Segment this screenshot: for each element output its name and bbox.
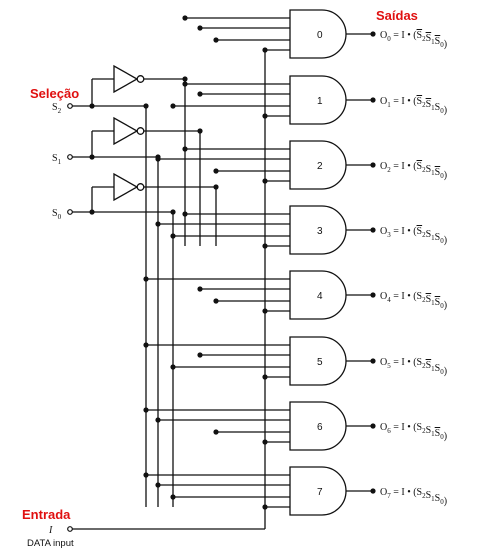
and-gate-3 — [289, 205, 347, 255]
junction-dot — [170, 364, 176, 370]
junction-dot — [262, 439, 268, 445]
output-label-0: O0 = I • (S2S1S0) — [380, 30, 447, 50]
junction-dot — [143, 472, 149, 478]
junction-dot — [370, 31, 376, 37]
inverter-triangle — [113, 172, 139, 202]
junction-dot — [89, 209, 95, 215]
select-terminal — [67, 154, 73, 160]
junction-dot — [370, 97, 376, 103]
outputs-title: Saídas — [376, 8, 418, 23]
junction-dot — [197, 352, 203, 358]
inverter-bubble — [136, 75, 145, 83]
and-gate-2 — [289, 140, 347, 190]
and-gate-6 — [289, 401, 347, 451]
and-gate-4 — [289, 270, 347, 320]
junction-dot — [262, 243, 268, 249]
output-label-6: O6 = I • (S2S1S0) — [380, 422, 447, 442]
labels: Saídas Seleção Entrada I DATA input S2S1… — [22, 8, 447, 549]
junction-dot — [155, 156, 161, 162]
junction-dot — [170, 103, 176, 109]
output-label-5: O5 = I • (S2S1S0) — [380, 357, 447, 377]
junction-dot — [182, 146, 188, 152]
junction-dot — [197, 25, 203, 31]
junction-dot — [89, 154, 95, 160]
junction-dot — [182, 211, 188, 217]
junction-dot — [370, 423, 376, 429]
and-gate-7 — [289, 466, 347, 516]
output-label-1: O1 = I • (S2S1S0) — [380, 96, 447, 116]
and-gate-5 — [289, 336, 347, 386]
junction-dot — [170, 494, 176, 500]
inverters — [113, 64, 145, 202]
junction-dot — [370, 488, 376, 494]
select-label-s2: S2 — [52, 102, 62, 115]
junction-dot — [213, 184, 219, 190]
gate-label: 4 — [317, 291, 323, 302]
inverter-bubble — [136, 127, 145, 135]
data-input-terminal — [67, 526, 73, 532]
junction-dot — [370, 162, 376, 168]
junction-dot — [370, 292, 376, 298]
junction-dot — [182, 15, 188, 21]
junction-dot — [143, 276, 149, 282]
gate-label: 2 — [317, 161, 323, 172]
and-gate-1 — [289, 75, 347, 125]
junction-dot — [143, 103, 149, 109]
data-input-symbol: I — [48, 525, 53, 536]
output-label-3: O3 = I • (S2S1S0) — [380, 226, 447, 246]
junction-dot — [155, 417, 161, 423]
output-label-7: O7 = I • (S2S1S0) — [380, 487, 447, 507]
select-label-s1: S1 — [52, 153, 62, 166]
junction-dot — [197, 91, 203, 97]
junction-dot — [262, 113, 268, 119]
junction-dot — [182, 81, 188, 87]
junction-dot — [213, 298, 219, 304]
gate-label: 3 — [317, 226, 323, 237]
and-gates — [289, 9, 347, 516]
output-label-2: O2 = I • (S2S1S0) — [380, 161, 447, 181]
junction-dot — [213, 429, 219, 435]
wiring — [72, 17, 373, 530]
junction-dot — [170, 209, 176, 215]
select-terminal — [67, 209, 73, 215]
junction-dot — [155, 482, 161, 488]
junction-dot — [143, 342, 149, 348]
selection-title: Seleção — [30, 86, 79, 101]
data-input-caption: DATA input — [27, 538, 74, 549]
output-label-4: O4 = I • (S2S1S0) — [380, 291, 447, 311]
inverter-triangle — [113, 116, 139, 146]
junction-dot — [213, 168, 219, 174]
junction-dot — [197, 286, 203, 292]
select-terminal — [67, 103, 73, 109]
junction-dot — [370, 227, 376, 233]
gate-label: 1 — [317, 96, 323, 107]
gate-label: 7 — [317, 487, 323, 498]
gate-label: 6 — [317, 422, 323, 433]
junction-dot — [155, 221, 161, 227]
gate-label: 5 — [317, 357, 323, 368]
junction-dot — [262, 308, 268, 314]
junction-dot — [89, 103, 95, 109]
junction-dot — [370, 358, 376, 364]
junction-dot — [182, 76, 188, 82]
junction-dot — [262, 47, 268, 53]
junction-dots — [67, 15, 376, 532]
input-title: Entrada — [22, 507, 71, 522]
and-gate-0 — [289, 9, 347, 59]
junction-dot — [143, 407, 149, 413]
junction-dot — [213, 37, 219, 43]
inverter-bubble — [136, 183, 145, 191]
select-label-s0: S0 — [52, 208, 62, 221]
junction-dot — [262, 504, 268, 510]
junction-dot — [262, 178, 268, 184]
gate-label: 0 — [317, 30, 323, 41]
junction-dot — [262, 374, 268, 380]
junction-dot — [170, 233, 176, 239]
inverter-triangle — [113, 64, 139, 94]
junction-dot — [197, 128, 203, 134]
